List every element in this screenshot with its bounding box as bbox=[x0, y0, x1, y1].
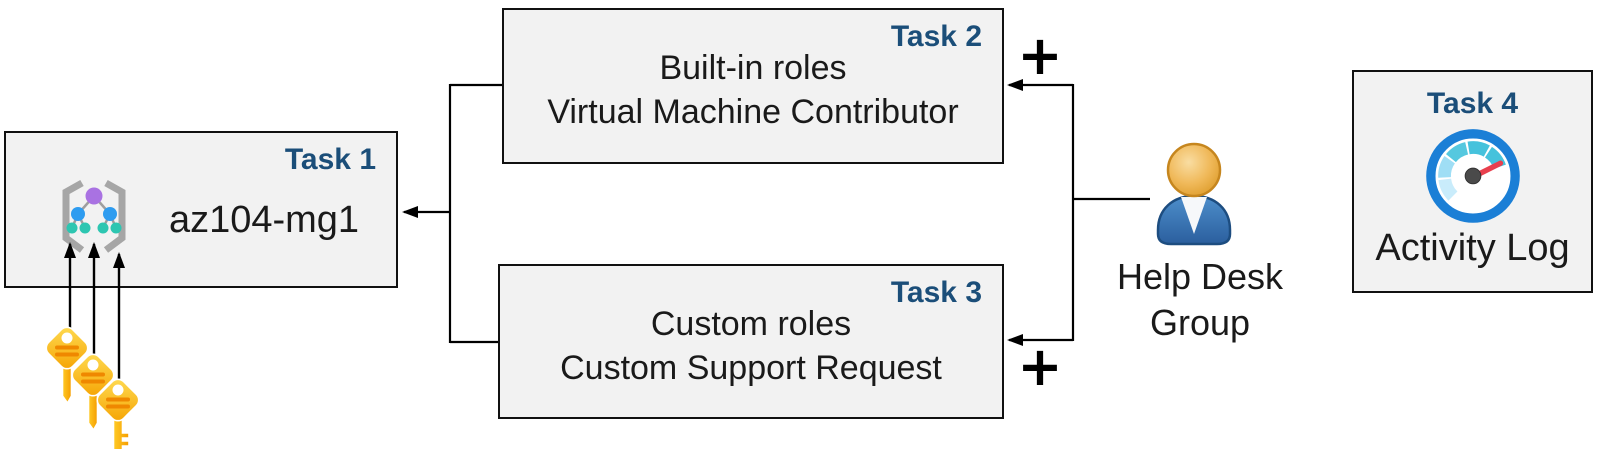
task3-line1: Custom roles bbox=[650, 305, 852, 343]
task3-line2: Custom Support Request bbox=[560, 349, 942, 387]
key-icon bbox=[96, 378, 140, 449]
key-icon bbox=[71, 353, 115, 432]
task1-label: Task 1 bbox=[284, 143, 376, 176]
task1-box: Task 1 az104-mg1 bbox=[4, 131, 398, 288]
task3-text: Custom roles Custom Support Request bbox=[500, 302, 1002, 390]
help-desk-group bbox=[1148, 141, 1240, 252]
help-desk-group-label-line1: Help Desk bbox=[1116, 256, 1284, 297]
task4-label: Task 4 bbox=[1426, 87, 1519, 120]
connector-left bbox=[402, 83, 502, 344]
task1-name: az104-mg1 bbox=[168, 199, 360, 241]
task4-box: Task 4 Activity Log bbox=[1352, 70, 1593, 293]
task2-line1: Built-in roles bbox=[659, 49, 847, 87]
management-group-icon bbox=[62, 179, 126, 253]
task3-label: Task 3 bbox=[890, 276, 982, 309]
task2-line2: Virtual Machine Contributor bbox=[547, 93, 959, 131]
task2-box: Task 2 Built-in roles Virtual Machine Co… bbox=[502, 8, 1004, 164]
plus-icon: + bbox=[1017, 24, 1063, 87]
help-desk-group-label: Help Desk Group bbox=[1095, 254, 1305, 346]
task2-text: Built-in roles Virtual Machine Contribut… bbox=[504, 46, 1002, 134]
help-desk-group-label-line2: Group bbox=[1149, 302, 1251, 343]
task4-caption: Activity Log bbox=[1375, 227, 1570, 269]
activity-log-gauge-icon bbox=[1425, 129, 1520, 223]
user-icon bbox=[1156, 142, 1232, 246]
task2-label: Task 2 bbox=[890, 20, 982, 53]
plus-icon: + bbox=[1017, 335, 1063, 398]
task3-box: Task 3 Custom roles Custom Support Reque… bbox=[498, 264, 1004, 419]
key-icon bbox=[45, 326, 89, 405]
